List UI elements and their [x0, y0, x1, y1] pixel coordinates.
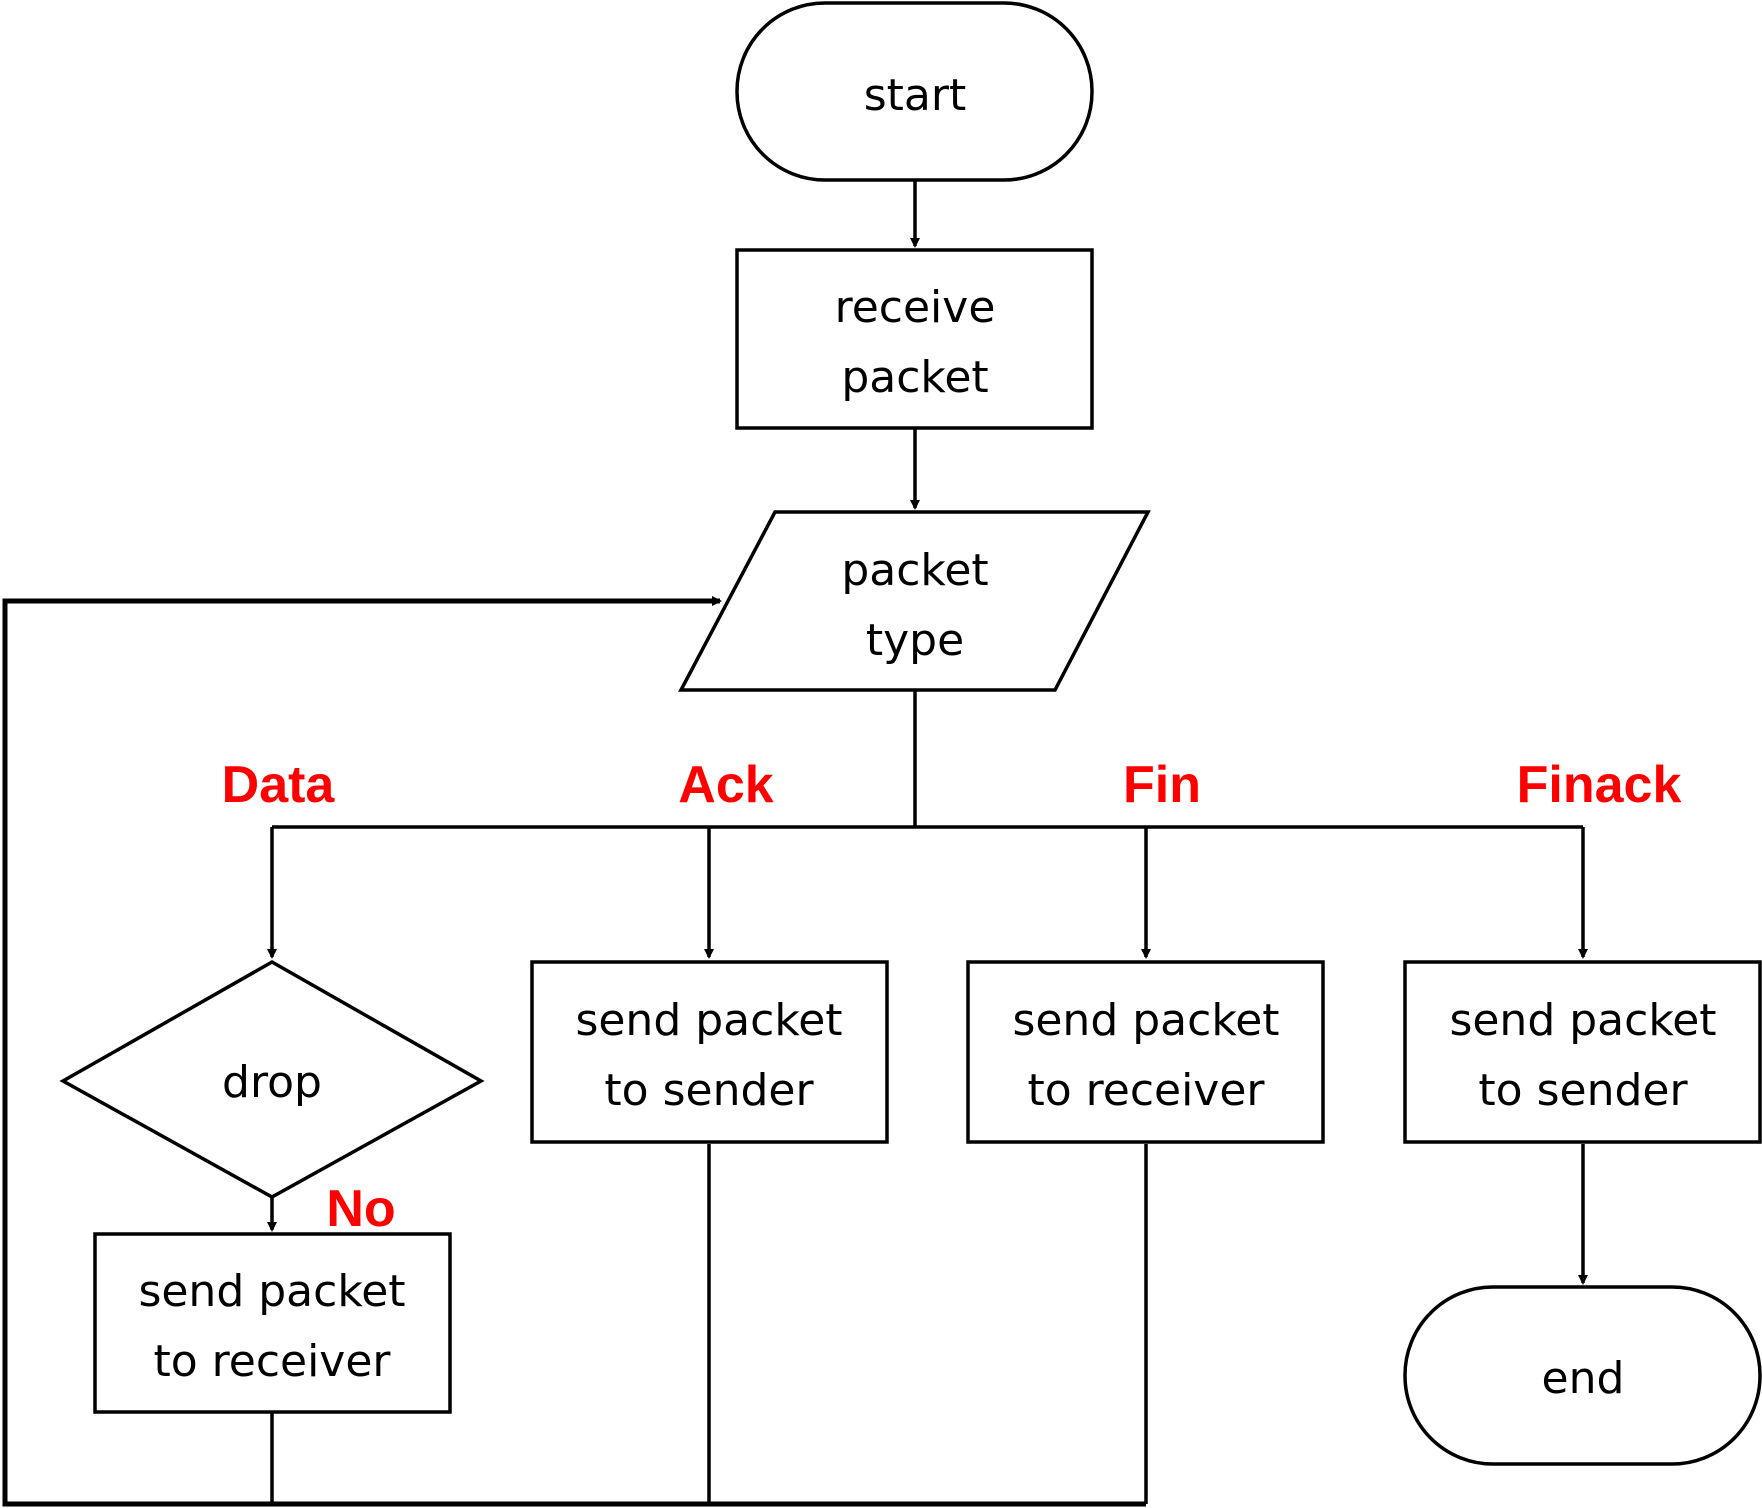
branch-label-fin: Fin [1123, 756, 1201, 814]
data-send-label-line1: send packet [138, 1266, 405, 1317]
end-label: end [1542, 1353, 1625, 1404]
ack-send-label-line1: send packet [575, 995, 842, 1046]
packet-type-data-shape [678, 510, 1151, 692]
edge-loop-back-to-type [2, 596, 1146, 1507]
branch-labels: Data Ack Fin Finack No [222, 756, 1682, 1238]
node-drop: drop [59, 959, 485, 1200]
drop-decision-shape [59, 959, 485, 1200]
branch-label-finack: Finack [1517, 756, 1682, 814]
branch-label-ack: Ack [678, 756, 773, 814]
ack-send-process-shape [530, 960, 889, 1144]
fin-send-label-line1: send packet [1012, 995, 1279, 1046]
receive-packet-label-line2: packet [841, 352, 988, 403]
packet-type-label-line2: type [866, 615, 964, 666]
finack-send-label-line2: to sender [1478, 1065, 1688, 1116]
start-label: start [864, 70, 966, 121]
ack-send-label-line2: to sender [604, 1065, 814, 1116]
packet-type-label-line1: packet [841, 545, 988, 596]
end-terminator-shape [1403, 1285, 1762, 1466]
branch-label-no: No [326, 1180, 395, 1238]
finack-send-label-line1: send packet [1449, 995, 1716, 1046]
data-send-label-line2: to receiver [153, 1336, 391, 1387]
node-fin-send-to-receiver: send packet to receiver [966, 960, 1325, 1144]
start-terminator-shape [735, 1, 1094, 182]
node-data-send-to-receiver: send packet to receiver [93, 1232, 452, 1414]
branch-label-data: Data [222, 756, 336, 814]
node-ack-send-to-sender: send packet to sender [530, 960, 889, 1144]
node-start: start [735, 1, 1094, 182]
node-receive-packet: receive packet [735, 248, 1094, 430]
node-end: end [1403, 1285, 1762, 1466]
node-packet-type: packet type [678, 510, 1151, 692]
node-finack-send-to-sender: send packet to sender [1403, 960, 1762, 1144]
fin-send-label-line2: to receiver [1027, 1065, 1265, 1116]
fin-send-process-shape [966, 960, 1325, 1144]
connectors [2, 180, 1588, 1507]
drop-label: drop [222, 1057, 322, 1108]
data-send-process-shape [93, 1232, 452, 1414]
receive-packet-process-shape [735, 248, 1094, 430]
finack-send-process-shape [1403, 960, 1762, 1144]
receive-packet-label-line1: receive [835, 282, 996, 333]
